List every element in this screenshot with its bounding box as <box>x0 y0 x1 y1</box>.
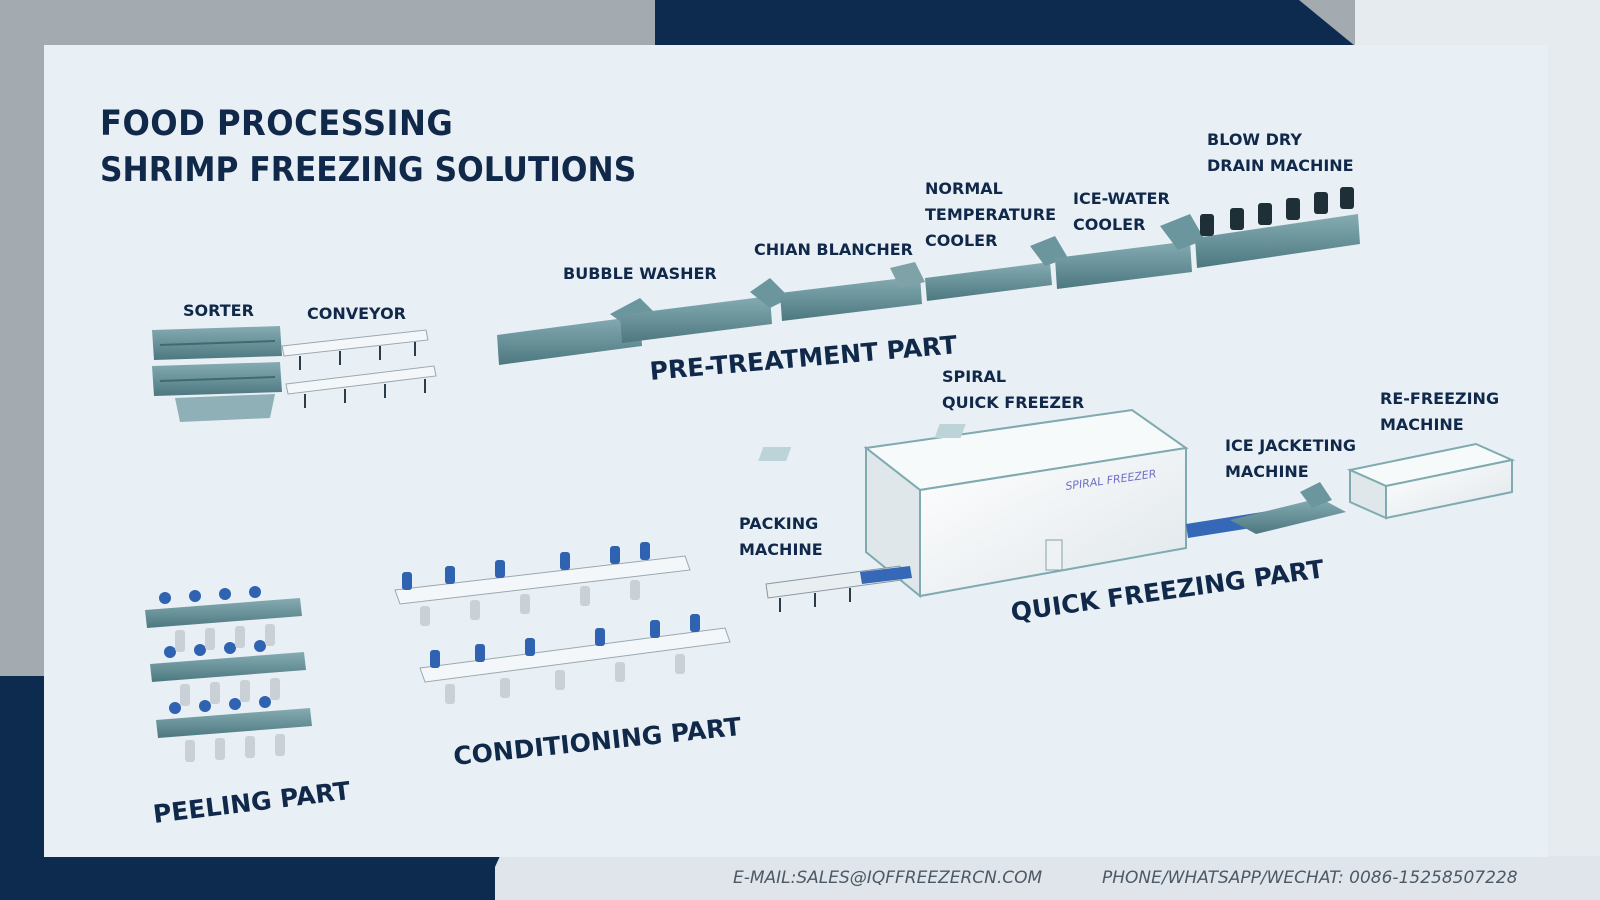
page-title: FOOD PROCESSING <box>100 104 454 144</box>
peeling-tables <box>145 586 312 762</box>
label-conveyor: CONVEYOR <box>307 304 406 323</box>
label-packing-machine: PACKING MACHINE <box>739 514 823 559</box>
page-subtitle: SHRIMP FREEZING SOLUTIONS <box>100 150 637 190</box>
sorter-machine <box>152 326 282 422</box>
background-navy-top-band <box>655 0 1355 46</box>
packing-machine <box>765 565 912 612</box>
label-re-freezing-machine: RE-FREEZING MACHINE <box>1380 389 1500 434</box>
blow-dry-drain-machine <box>1195 187 1360 268</box>
chian-blancher-machine <box>780 262 925 321</box>
label-spiral-quick-freezer: SPIRAL QUICK FREEZER <box>942 367 1085 412</box>
footer-phone: PHONE/WHATSAPP/WECHAT: 0086-15258507228 <box>1102 868 1518 888</box>
background-bottom-strip <box>495 856 1600 900</box>
footer-email: E-MAIL:SALES@IQFFREEZERCN.COM <box>733 868 1043 888</box>
label-normal-temperature-cooler: NORMAL TEMPERATURE COOLER <box>925 179 1057 250</box>
label-sorter: SORTER <box>183 301 254 320</box>
conveyor-machine <box>281 329 437 408</box>
bubble-washer-machine <box>497 278 790 365</box>
label-bubble-washer: BUBBLE WASHER <box>563 264 717 283</box>
spiral-quick-freezer-machine: SPIRAL FREEZER <box>758 408 1189 599</box>
background-bottom-wedge <box>0 856 500 900</box>
conditioning-tables <box>394 542 731 704</box>
ice-water-cooler-machine <box>1055 214 1205 289</box>
re-freezing-machine <box>1346 442 1516 520</box>
label-ice-jacketing-machine: ICE JACKETING MACHINE <box>1225 436 1356 481</box>
label-blow-dry-drain-machine: BLOW DRY DRAIN MACHINE <box>1207 130 1354 175</box>
label-chian-blancher: CHIAN BLANCHER <box>754 240 913 259</box>
ice-jacketing-machine <box>1186 482 1346 538</box>
label-ice-water-cooler: ICE-WATER COOLER <box>1073 189 1170 234</box>
